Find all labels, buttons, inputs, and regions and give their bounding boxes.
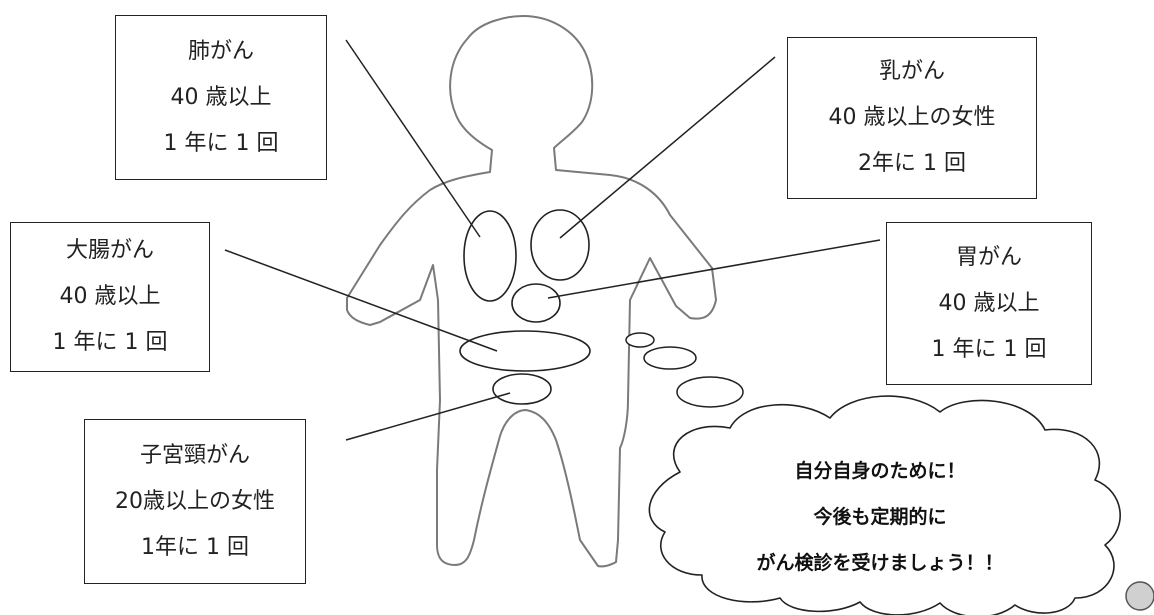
stomach-leader-line <box>547 239 881 299</box>
stomach-oval <box>511 283 561 323</box>
stomach-cancer-box: 胃がん 40 歳以上 1 年に 1 回 <box>886 222 1092 385</box>
trail-bubble-1 <box>625 332 655 348</box>
colon-cancer-box: 大腸がん 40 歳以上 1 年に 1 回 <box>10 222 210 372</box>
corner-circle <box>1125 581 1154 611</box>
organ-ovals <box>459 209 591 405</box>
thought-bubble-trail <box>625 332 744 408</box>
stomach-cancer-frequency: 1 年に 1 回 <box>931 336 1047 362</box>
cervical-leader-line <box>345 392 511 441</box>
bubble-message-line-3: がん検診を受けましょう！！ <box>756 552 1004 574</box>
breast-cancer-box: 乳がん 40 歳以上の女性 2年に 1 回 <box>787 37 1037 199</box>
colon-cancer-age: 40 歳以上 <box>59 284 161 309</box>
stomach-cancer-name: 胃がん <box>955 244 1022 270</box>
colon-leader-line <box>224 249 498 352</box>
breast-cancer-frequency: 2年に 1 回 <box>858 151 966 176</box>
lung-leader-line <box>345 39 481 238</box>
lung-cancer-frequency: 1 年に 1 回 <box>163 130 279 156</box>
bubble-message-line-1: 自分自身のために！ <box>794 460 966 482</box>
lung-cancer-age: 40 歳以上 <box>170 84 272 110</box>
cervical-cancer-box: 子宮頸がん 20歳以上の女性 1年に 1 回 <box>84 419 306 584</box>
cervical-cancer-frequency: 1年に 1 回 <box>141 534 249 560</box>
lung-cancer-box: 肺がん 40 歳以上 1 年に 1 回 <box>115 15 327 180</box>
trail-bubble-3 <box>676 376 744 408</box>
bubble-message-line-2: 今後も定期的に <box>813 506 947 528</box>
breast-cancer-name: 乳がん <box>878 59 945 84</box>
colon-cancer-frequency: 1 年に 1 回 <box>52 330 168 355</box>
colon-cancer-name: 大腸がん <box>65 238 154 263</box>
leader-lines <box>224 39 881 441</box>
breast-leader-line <box>559 56 776 239</box>
cervix-oval <box>492 373 552 405</box>
lung-oval-right <box>530 209 590 281</box>
thought-bubble-cloud <box>648 395 1121 615</box>
breast-cancer-age: 40 歳以上の女性 <box>828 105 996 130</box>
colon-oval <box>459 330 591 372</box>
lung-cancer-name: 肺がん <box>187 38 254 64</box>
cervical-cancer-name: 子宮頸がん <box>139 442 250 468</box>
cervical-cancer-age: 20歳以上の女性 <box>115 488 275 514</box>
trail-bubble-2 <box>643 346 697 370</box>
stomach-cancer-age: 40 歳以上 <box>938 290 1040 316</box>
